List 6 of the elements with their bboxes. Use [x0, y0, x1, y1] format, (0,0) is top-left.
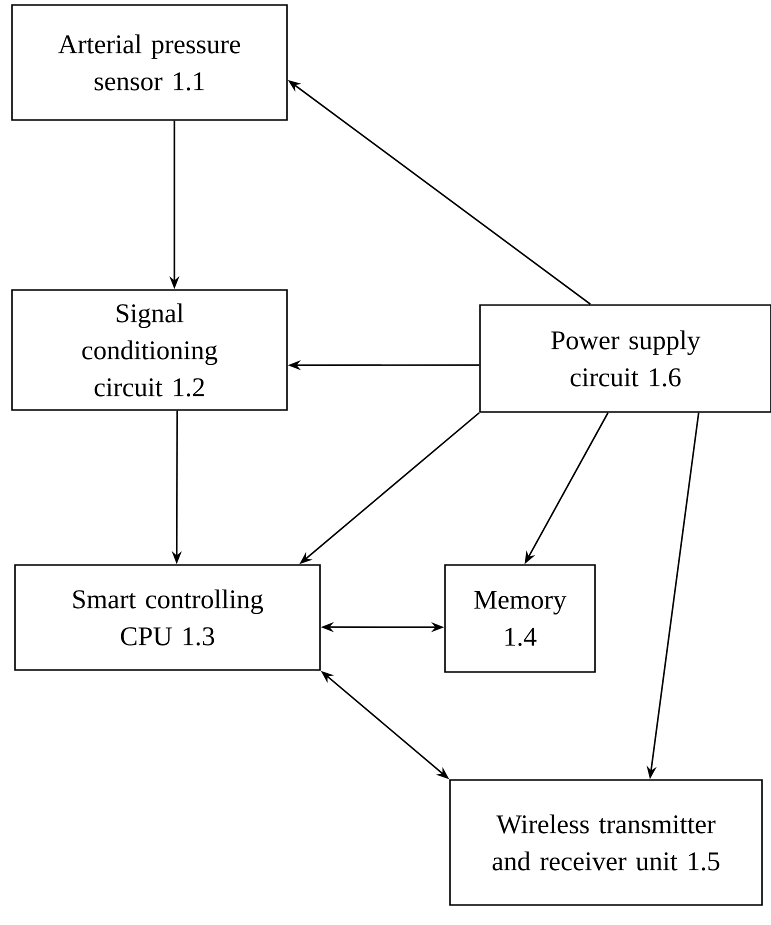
block-box: Power supply circuit 1.6 — [479, 304, 771, 413]
block-box: Smart controlling CPU 1.3 — [14, 564, 321, 671]
block-box: Arterial pressure sensor 1.1 — [11, 4, 288, 121]
block-box: Signal conditioning circuit 1.2 — [11, 289, 288, 411]
block-box: Wireless transmitter and receiver unit 1.5 — [449, 779, 763, 906]
block-box: Memory 1.4 — [444, 564, 596, 673]
